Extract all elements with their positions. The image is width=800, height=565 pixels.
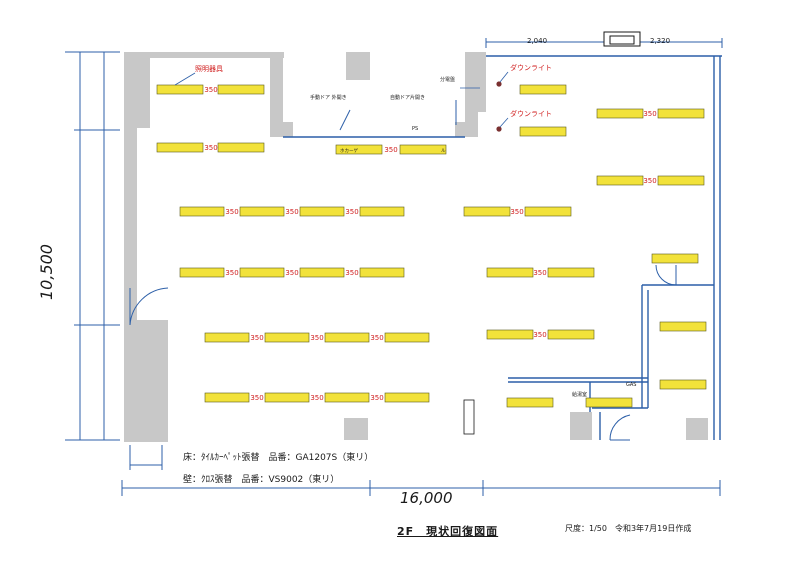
leader-line [499,71,509,83]
gas-label: GAS [626,382,636,388]
hot-water-room-label: 給湯室 [572,391,587,398]
downlight-icon [496,81,502,87]
wall-note: 壁：ｸﾛｽ張替 品番：VS9002（東リ） [183,475,340,485]
spacing-label: 350 [310,334,323,342]
auto-door-label: 自動ドア片開き [390,94,425,101]
manual-door-label: 手動ドア 外開き [310,94,347,101]
spacing-label: 350 [510,208,523,216]
light-fixtures [156,84,707,408]
spacing-labels: 350 350 350 350 350 350 350 350 350 350 … [204,86,656,402]
spacing-label: 350 [250,334,263,342]
spacing-label: 350 [310,394,323,402]
ps-label: PS [412,126,418,132]
lighting-fixture-label: 照明器具 [195,65,223,73]
spacing-label: 350 [285,208,298,216]
spacing-label: 350 [533,331,546,339]
spacing-label: 350 [533,269,546,277]
width-dimension: 16,000 [400,489,453,507]
mat-left-label: ホカーゲ [340,147,358,154]
drawing-title: 2F 現状回復図面 [397,525,499,538]
spacing-label: 350 [370,334,383,342]
scale-and-date: 尺度：1/50 令和3年7月19日作成 [565,524,692,533]
spacing-label: 350 [643,110,656,118]
height-dimension: 10,500 [37,244,56,300]
top-dimension-2: 2,320 [650,37,670,45]
spacing-label: 350 [370,394,383,402]
spacing-label: 350 [345,269,358,277]
leader-line [499,117,509,128]
interior-wall-lines [283,55,722,440]
floor-note: 床：ﾀｲﾙｶｰﾍﾟｯﾄ張替 品番：GA1207S（東リ） [183,453,374,463]
spacing-label: 350 [285,269,298,277]
spacing-label: 350 [345,208,358,216]
downlight-icon [496,126,502,132]
spacing-label: 350 [204,86,217,94]
ps-column [463,399,475,435]
spacing-label: 350 [643,177,656,185]
distribution-board-label: 分電盤 [440,76,455,83]
spacing-label: 350 [225,208,238,216]
downlight-label-2: ダウンライト [510,109,552,118]
spacing-label: 350 [250,394,263,402]
spacing-label: 350 [204,144,217,152]
top-dimension-1: 2,040 [527,37,547,45]
window-top [603,31,641,47]
spacing-label: 350 [225,269,238,277]
downlight-label-1: ダウンライト [510,63,552,72]
spacing-label: 350 [384,146,397,154]
mat-right-label: ル [441,149,446,154]
leader-line [174,72,196,86]
bottom-dimension-line [121,445,721,496]
walls [124,52,708,442]
door-swings [129,100,677,441]
left-dimension-lines [65,51,120,441]
